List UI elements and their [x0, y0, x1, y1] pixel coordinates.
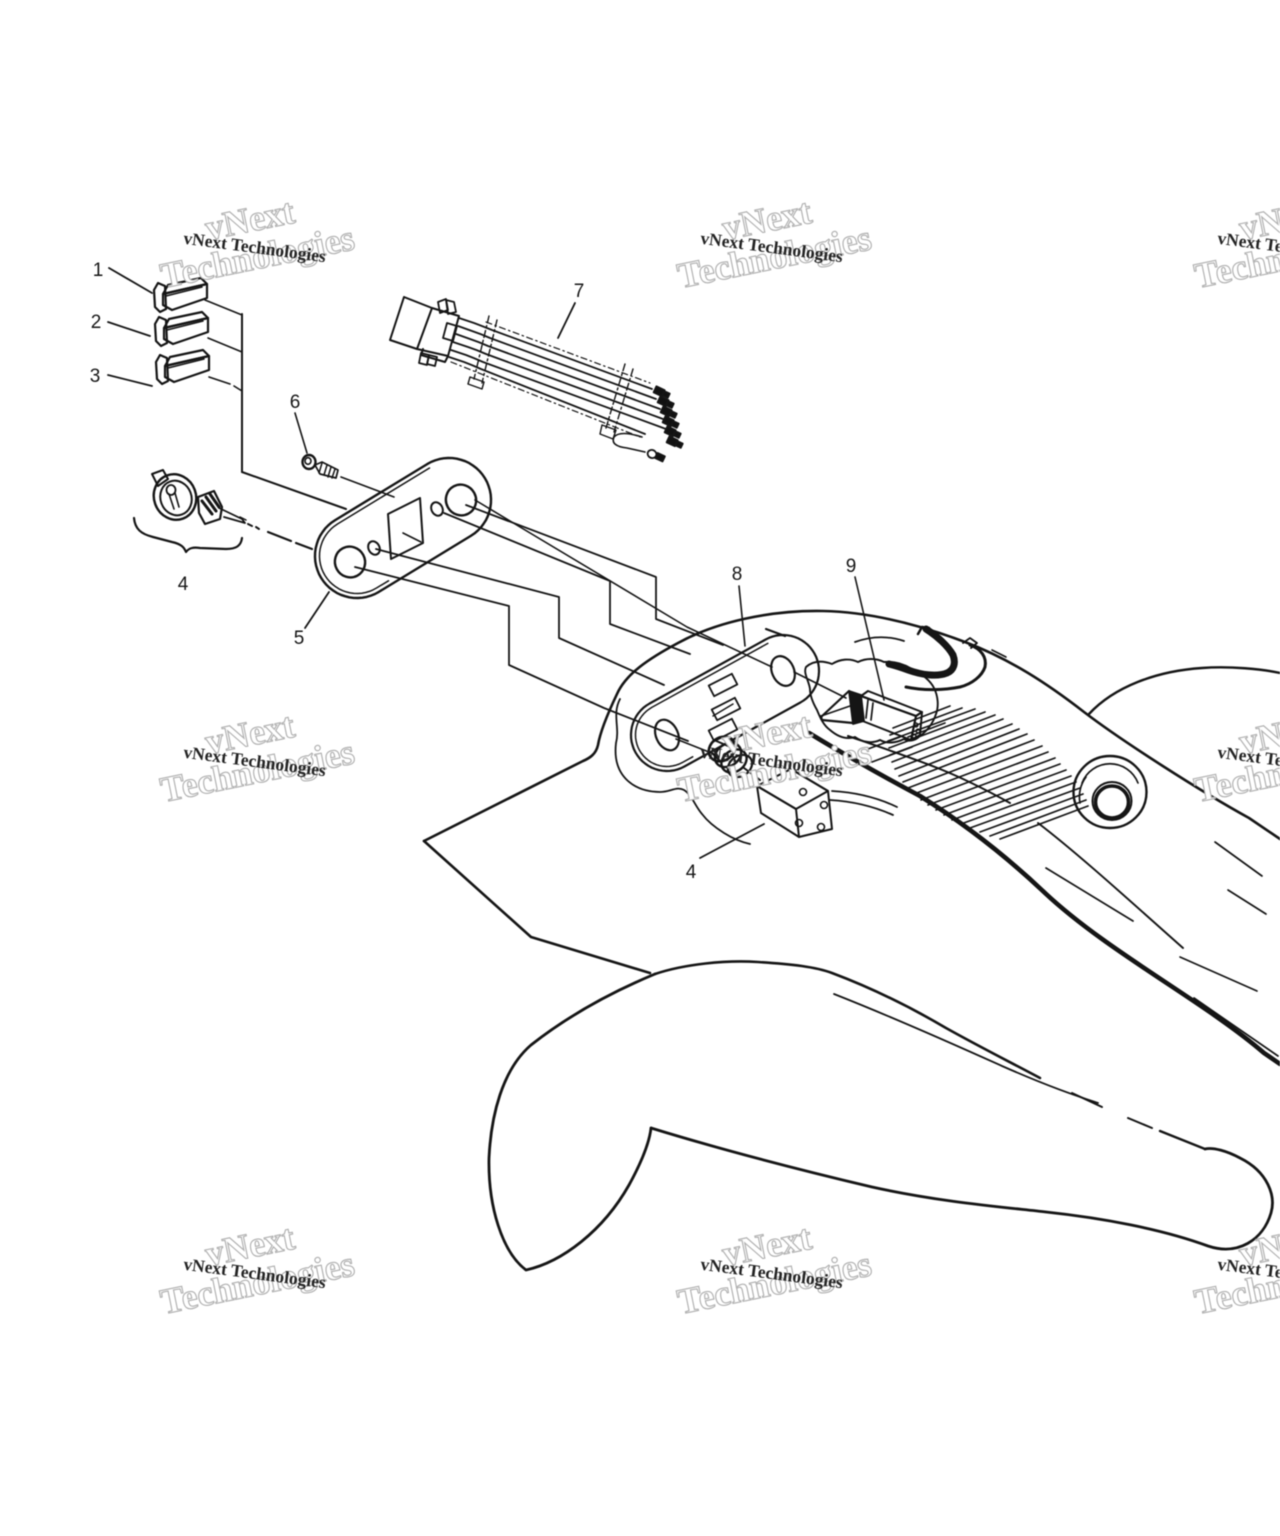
- svg-text:vNext: vNext: [202, 1217, 298, 1274]
- svg-text:1: 1: [93, 260, 104, 281]
- svg-text:4: 4: [686, 862, 697, 883]
- svg-text:9: 9: [846, 556, 857, 577]
- svg-text:7: 7: [574, 281, 585, 302]
- svg-text:6: 6: [290, 392, 301, 413]
- svg-text:5: 5: [294, 628, 305, 649]
- svg-text:4: 4: [178, 574, 189, 595]
- svg-text:2: 2: [91, 312, 102, 333]
- svg-text:8: 8: [732, 564, 743, 585]
- svg-text:3: 3: [90, 366, 101, 387]
